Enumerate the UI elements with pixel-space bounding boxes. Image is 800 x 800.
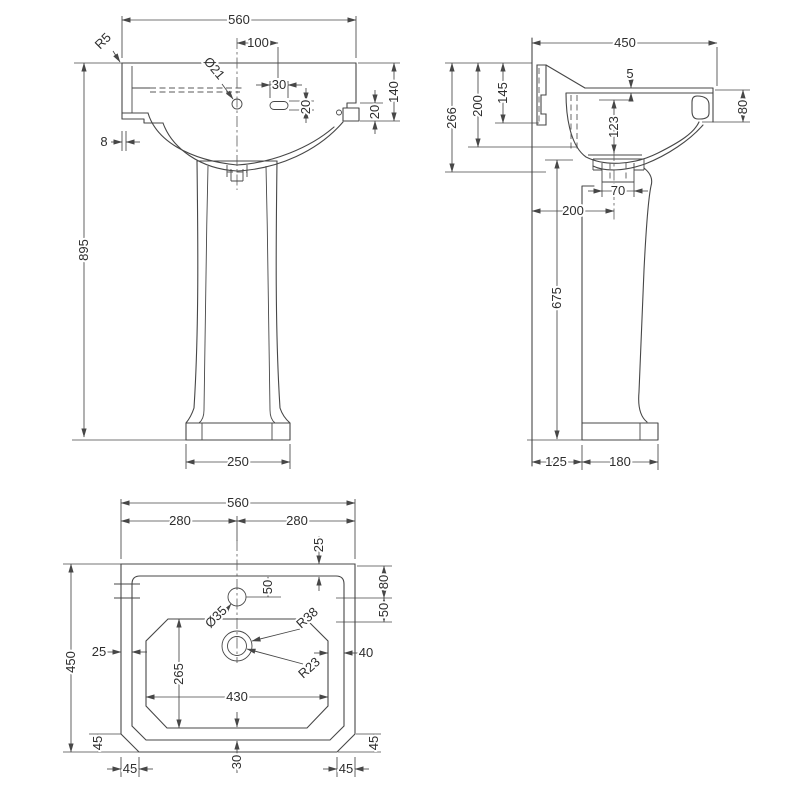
dim-plan-bowl-depth: 265 <box>171 663 186 685</box>
dim-front-tap-offset: 100 <box>247 35 269 50</box>
fixing-hole <box>336 109 342 116</box>
front-dimensions: 560 R5 100 Ø21 30 20 20 140 <box>72 10 403 471</box>
dim-side-fixing-height: 145 <box>495 82 510 104</box>
dim-side-base-depth: 180 <box>609 454 631 469</box>
dim-side-pedestal-height: 675 <box>549 287 564 309</box>
pedestal-front <box>638 167 653 423</box>
plan-dimensions: 560 280 280 25 50 80 50 Ø35 R38 R23 <box>61 493 393 778</box>
right-bracket <box>342 102 360 122</box>
side-section-view: 450 266 200 145 5 80 123 70 200 <box>442 33 752 471</box>
dim-plan-overall-depth: 450 <box>63 651 78 673</box>
dim-plan-bowl-width: 430 <box>226 689 248 704</box>
pedestal-back <box>581 185 595 424</box>
dim-plan-centre-left: 280 <box>169 513 191 528</box>
dim-plan-waste-outer-radius: R38 <box>293 604 321 631</box>
bowl-section-outer <box>592 124 704 171</box>
dim-plan-tap-diameter: Ø35 <box>202 603 230 631</box>
dim-plan-chamfer-right-v: 45 <box>366 736 381 750</box>
bowl-section-inner <box>565 92 700 164</box>
plan-inner-rim <box>131 575 345 741</box>
plan-view: 560 280 280 25 50 80 50 Ø35 R38 R23 <box>61 493 393 778</box>
dim-side-waste-width: 70 <box>611 183 625 198</box>
front-basin-outline <box>121 38 360 190</box>
dim-plan-top-margin: 25 <box>311 538 326 552</box>
dim-plan-waste-inner-radius: R23 <box>295 654 323 681</box>
dim-side-bowl-depth: 123 <box>606 116 621 138</box>
dim-front-overall-height: 895 <box>76 239 91 261</box>
side-dimensions: 450 266 200 145 5 80 123 70 200 <box>442 33 752 471</box>
dim-plan-side-fixing-lower: 50 <box>376 603 391 617</box>
front-pedestal-outline <box>185 160 291 441</box>
plan-outer-edge <box>120 563 356 753</box>
dim-plan-chamfer-left-v: 45 <box>90 736 105 750</box>
dim-plan-right-margin: 40 <box>359 645 373 660</box>
dim-plan-overall-width: 560 <box>227 495 249 510</box>
dim-side-overall-depth: 450 <box>614 35 636 50</box>
wall-bracket <box>536 64 547 126</box>
dim-front-overflow-width: 30 <box>272 77 286 92</box>
dim-plan-left-margin: 25 <box>92 644 106 659</box>
front-rim-section <box>691 95 710 120</box>
dim-side-pedestal-setback: 125 <box>545 454 567 469</box>
dim-front-rim-lip: 8 <box>100 134 107 149</box>
dim-front-overall-width: 560 <box>228 12 250 27</box>
dim-side-deck-fall: 5 <box>626 66 633 81</box>
dim-plan-centre-right: 280 <box>286 513 308 528</box>
dim-side-apron-height: 80 <box>735 100 750 114</box>
dim-front-rim-drop: 140 <box>386 81 401 103</box>
dim-front-overflow-height: 20 <box>298 100 313 114</box>
side-outline <box>531 37 714 467</box>
dim-side-waste-centre: 200 <box>562 203 584 218</box>
dim-plan-bottom-margin: 30 <box>229 755 244 769</box>
dim-front-tap-diameter: Ø21 <box>201 54 228 82</box>
dim-plan-chamfer-right-h: 45 <box>339 761 353 776</box>
dim-plan-side-fixing-upper: 80 <box>376 575 391 589</box>
dim-front-base-width: 250 <box>227 454 249 469</box>
plan-bowl-octagon <box>145 618 329 729</box>
dim-plan-tap-inset: 50 <box>260 580 275 594</box>
plan-waste-inner <box>227 636 247 656</box>
front-elevation-view: 560 R5 100 Ø21 30 20 20 140 <box>72 10 403 471</box>
overflow-slot <box>269 101 289 110</box>
plan-outline <box>114 540 356 753</box>
dim-plan-chamfer-left-h: 45 <box>123 761 137 776</box>
dim-side-back-recess: 200 <box>470 95 485 117</box>
plan-left-fixing-ticks <box>114 583 140 599</box>
dim-front-corner-radius: R5 <box>92 30 114 52</box>
dim-side-basin-height: 266 <box>444 107 459 129</box>
dim-front-rim-step: 20 <box>367 105 382 119</box>
